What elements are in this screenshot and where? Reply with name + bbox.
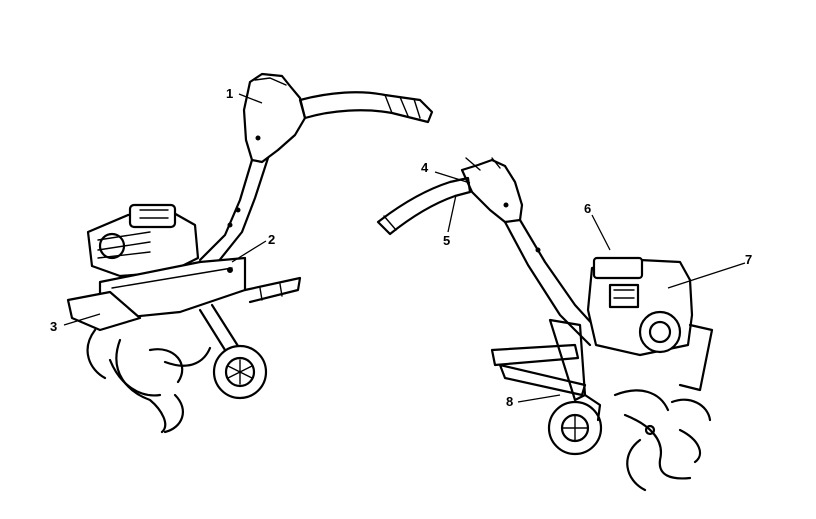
callout-7: 7 bbox=[745, 252, 752, 267]
right-tiller-illustration bbox=[376, 157, 714, 492]
callout-6: 6 bbox=[584, 201, 591, 216]
callout-2: 2 bbox=[268, 232, 275, 247]
callout-8: 8 bbox=[506, 394, 513, 409]
callout-labels: 1 2 3 4 5 6 7 8 bbox=[50, 86, 752, 409]
leader-lines bbox=[63, 93, 746, 403]
left-tiller-illustration bbox=[66, 72, 434, 434]
callout-3: 3 bbox=[50, 319, 57, 334]
callout-1: 1 bbox=[226, 86, 233, 101]
callout-5: 5 bbox=[443, 233, 450, 248]
callout-4: 4 bbox=[421, 160, 429, 175]
